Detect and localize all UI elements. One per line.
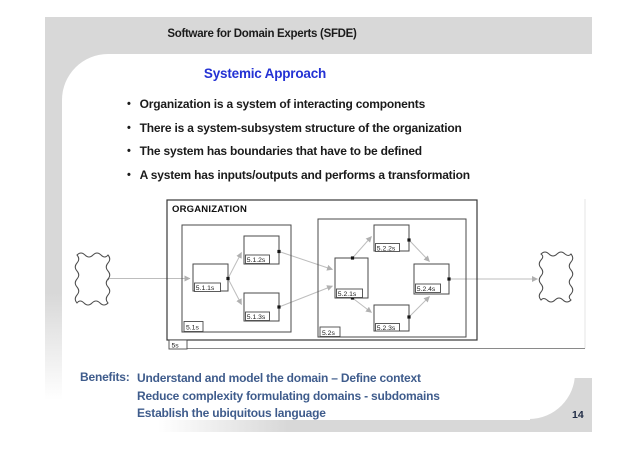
bullet-icon: • [127,145,131,157]
bullet-icon: • [127,98,131,110]
bullet-icon: • [127,121,131,134]
page-number: 14 [572,409,584,421]
list-item: • There is a system-subsystem structure … [127,121,470,145]
bullet-text: There is a system-subsystem structure of… [139,120,462,135]
frame-left-band [45,17,62,400]
bullet-text: A system has inputs/outputs and performs… [139,167,470,182]
benefit-line: Establish the ubiquitous language [137,406,326,421]
list-item: • A system has inputs/outputs and perfor… [127,168,470,192]
frame-top-band [45,17,592,54]
bullet-icon: • [127,168,131,181]
slide-header-title: Software for Domain Experts (SFDE) [167,28,357,40]
list-item: • Organization is a system of interactin… [127,97,470,121]
benefits-list: Understand and model the domain – Define… [137,370,440,423]
frame-bottom-band [158,420,592,432]
page-title: Systemic Approach [203,66,327,81]
bullet-list: • Organization is a system of interactin… [127,97,470,191]
benefit-line: Understand and model the domain – Define… [137,371,421,385]
benefit-line: Reduce complexity formulating domains - … [137,388,440,403]
list-item: • The system has boundaries that have to… [127,144,470,168]
benefits-label: Benefits: [80,370,130,384]
bullet-text: The system has boundaries that have to b… [139,144,422,158]
bullet-text: Organization is a system of interacting … [139,97,426,111]
